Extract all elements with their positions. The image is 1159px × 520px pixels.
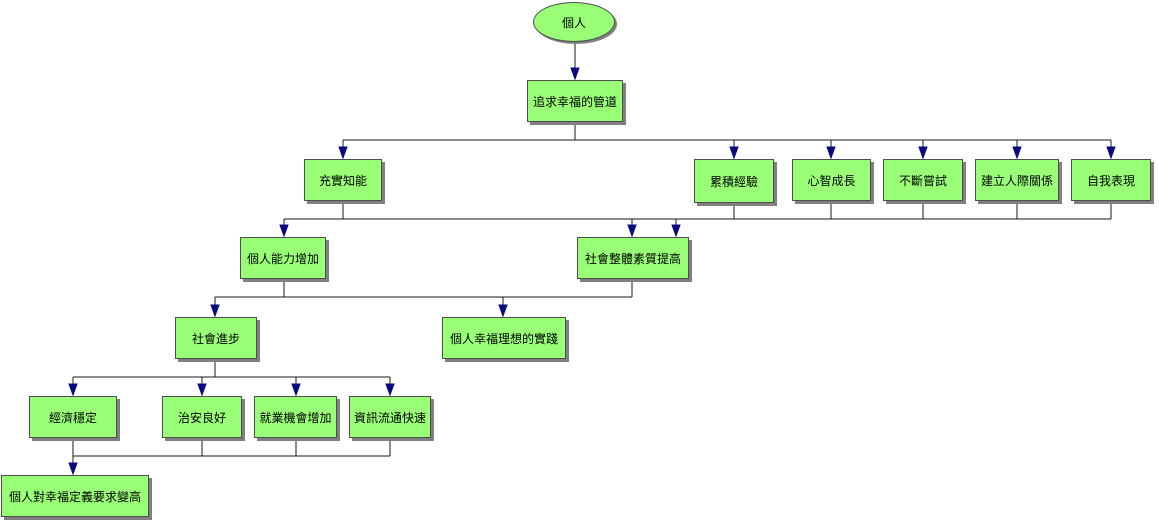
- arrow-to-employment-head: [291, 383, 301, 397]
- node-quality: 社會整體素質提高: [577, 237, 689, 279]
- node-progress: 社會進步: [175, 317, 257, 359]
- node-relations: 建立人際關係: [975, 159, 1059, 201]
- node-ability: 個人能力增加: [240, 237, 326, 279]
- arrow-to-expression-head: [1106, 146, 1116, 160]
- arrow-person-pursuit-head: [570, 67, 580, 81]
- arrow-to-knowledge-head: [338, 146, 348, 160]
- arrow-to-security-head: [197, 383, 207, 397]
- node-economy-label: 經濟穩定: [48, 410, 97, 425]
- arrow-to-quality-b-head: [671, 224, 681, 238]
- node-mind-label: 心智成長: [807, 173, 856, 188]
- node-information-label: 資訊流通快速: [353, 410, 426, 425]
- node-information: 資訊流通快速: [349, 396, 431, 438]
- node-employment: 就業機會增加: [254, 396, 337, 438]
- node-standard: 個人對幸福定義要求變高: [1, 475, 149, 517]
- node-expression: 自我表現: [1071, 159, 1151, 201]
- node-ideal-label: 個人幸福理想的實踐: [449, 331, 558, 346]
- node-mind: 心智成長: [792, 159, 871, 201]
- arrow-to-relations-head: [1012, 146, 1022, 160]
- node-standard-label: 個人對幸福定義要求變高: [8, 489, 141, 504]
- node-knowledge: 充實知能: [304, 159, 382, 201]
- node-trying-label: 不斷嘗試: [898, 173, 947, 188]
- node-ideal: 個人幸福理想的實踐: [442, 317, 566, 359]
- node-experience: 累積經驗: [694, 159, 774, 203]
- arrow-to-quality-a-head: [627, 224, 637, 238]
- node-person: 個人: [533, 2, 615, 42]
- arrow-to-experience-head: [729, 146, 739, 160]
- node-security: 治安良好: [162, 396, 242, 438]
- arrow-to-trying-head: [918, 146, 928, 160]
- arrow-to-standard-head: [68, 462, 78, 476]
- node-progress-label: 社會進步: [191, 331, 240, 346]
- node-pursuit-label: 追求幸福的管道: [532, 94, 617, 109]
- node-quality-label: 社會整體素質提高: [584, 251, 681, 266]
- arrow-to-ability-head: [279, 224, 289, 238]
- node-relations-label: 建立人際關係: [980, 173, 1053, 188]
- arrow-to-information-head: [385, 383, 395, 397]
- node-knowledge-label: 充實知能: [318, 173, 367, 188]
- node-pursuit: 追求幸福的管道: [527, 80, 623, 122]
- node-economy: 經濟穩定: [29, 396, 117, 438]
- node-trying: 不斷嘗試: [883, 159, 963, 201]
- node-security-label: 治安良好: [177, 410, 226, 425]
- node-experience-label: 累積經驗: [709, 174, 758, 189]
- arrow-to-ideal-head: [498, 304, 508, 318]
- arrow-to-mind-head: [826, 146, 836, 160]
- node-expression-label: 自我表現: [1086, 173, 1135, 188]
- arrow-to-economy-head: [68, 383, 78, 397]
- node-person-label: 個人: [561, 15, 586, 30]
- node-employment-label: 就業機會增加: [259, 410, 332, 425]
- arrow-to-progress-head: [210, 304, 220, 318]
- node-ability-label: 個人能力增加: [246, 251, 319, 266]
